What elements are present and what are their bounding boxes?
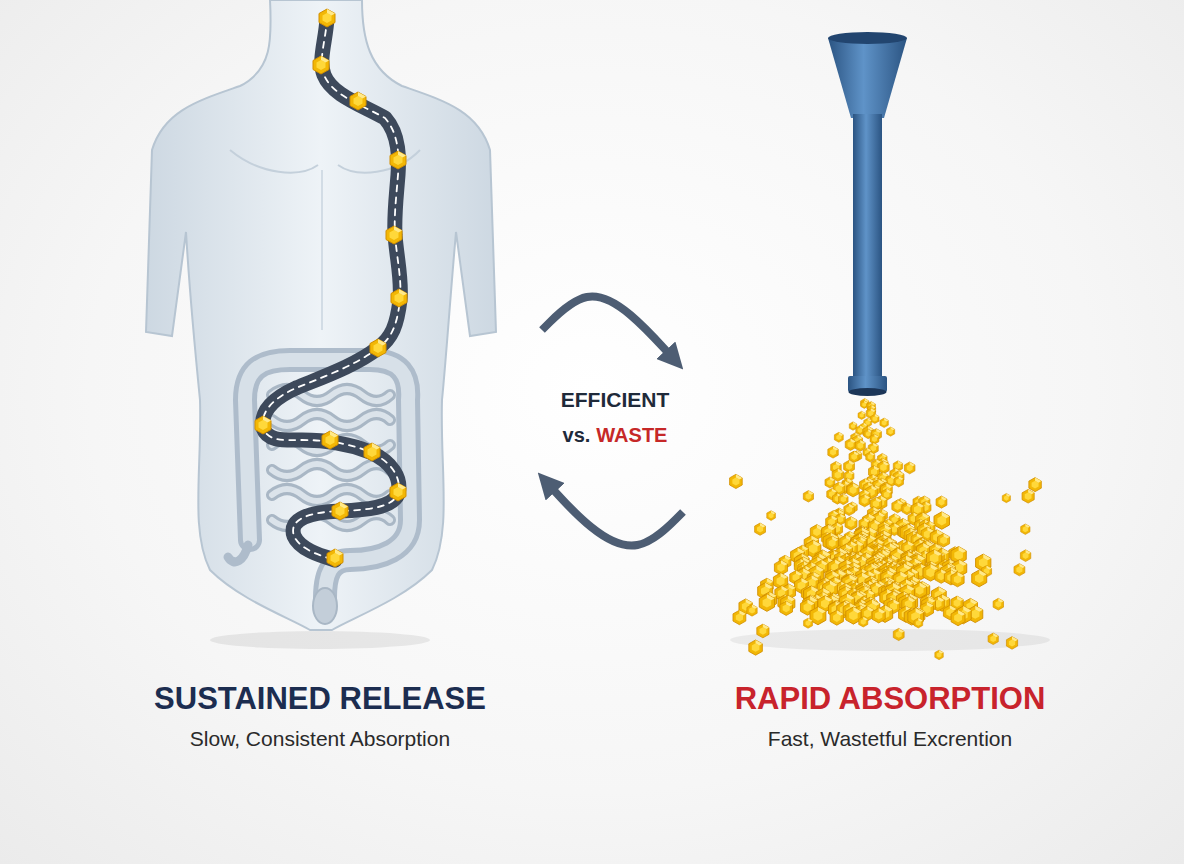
pellet	[845, 517, 857, 530]
pellet	[871, 414, 879, 423]
pellet	[849, 451, 859, 462]
pellet	[859, 494, 870, 506]
panel-subtitle: Fast, Wastetful Excrention	[768, 727, 1012, 751]
panel-node: SUSTAINED RELEASE Slow, Consistent Absorp…	[110, 20, 530, 765]
pellet	[755, 523, 766, 535]
pellet	[834, 432, 843, 442]
pellet	[861, 401, 868, 409]
panel-node: RAPID ABSORPTION Fast, Wastetful Excrenti…	[695, 20, 1085, 765]
pellet	[759, 594, 774, 611]
pellet	[934, 512, 949, 529]
pellet	[1021, 524, 1030, 534]
pellet	[902, 503, 912, 514]
pellet	[847, 483, 859, 497]
pellets	[255, 9, 407, 567]
pellet	[1029, 478, 1041, 492]
pellet	[757, 624, 769, 638]
pellet	[1002, 493, 1010, 502]
pellet	[859, 617, 868, 627]
torso	[146, 0, 496, 630]
pellet	[804, 618, 813, 628]
label-line: vs.WASTE	[563, 424, 668, 447]
pellet	[1014, 564, 1025, 576]
label-line: EFFICIENT	[561, 388, 670, 412]
pellet	[828, 446, 838, 458]
shadow	[730, 629, 1050, 651]
pellet	[938, 533, 950, 547]
pellet	[730, 474, 743, 488]
pellet	[951, 610, 965, 626]
pellet	[904, 462, 914, 474]
pellet	[993, 598, 1003, 610]
pellet	[826, 536, 838, 550]
center-labels: EFFICIENT vs.WASTE	[525, 388, 705, 459]
funnel	[828, 32, 907, 396]
pellet	[951, 572, 964, 587]
pellet-pile	[730, 399, 1042, 660]
pellet	[872, 608, 885, 623]
pellet	[894, 476, 904, 487]
pellet	[749, 640, 763, 655]
pellet	[880, 418, 888, 427]
abdomen-line	[321, 170, 323, 330]
pellet	[887, 427, 895, 436]
pellet	[780, 601, 793, 615]
pellet	[844, 504, 855, 516]
rectum	[313, 588, 337, 624]
pellet	[839, 494, 848, 505]
center-label: WASTE	[596, 424, 667, 447]
pellet	[893, 628, 904, 640]
cycle-arrow	[550, 486, 683, 546]
pellet	[936, 496, 947, 508]
shadow	[210, 631, 430, 649]
pellet	[914, 618, 923, 628]
pellet	[849, 451, 858, 462]
pellet	[803, 491, 813, 502]
pellet	[747, 605, 757, 617]
pellet	[845, 439, 856, 451]
pellet	[858, 411, 865, 419]
pellet	[892, 500, 903, 513]
panel-heading: RAPID ABSORPTION	[735, 681, 1046, 717]
pellet	[870, 434, 879, 444]
center-label: vs.	[563, 424, 591, 447]
pellet	[767, 511, 776, 521]
pellet	[1022, 489, 1034, 503]
pellet	[733, 610, 746, 624]
pellet	[972, 570, 987, 587]
road	[263, 18, 401, 560]
center-label: EFFICIENT	[561, 388, 670, 412]
pellet	[866, 452, 875, 462]
panel-subtitle: Slow, Consistent Absorption	[190, 727, 450, 751]
pellet	[935, 650, 943, 660]
pellet	[1020, 550, 1030, 562]
pellet	[830, 610, 843, 625]
pellet	[1006, 637, 1017, 650]
cycle-arrow	[542, 296, 671, 356]
pellet	[988, 633, 998, 645]
panel-heading: SUSTAINED RELEASE	[154, 681, 486, 717]
pellet	[823, 533, 838, 550]
